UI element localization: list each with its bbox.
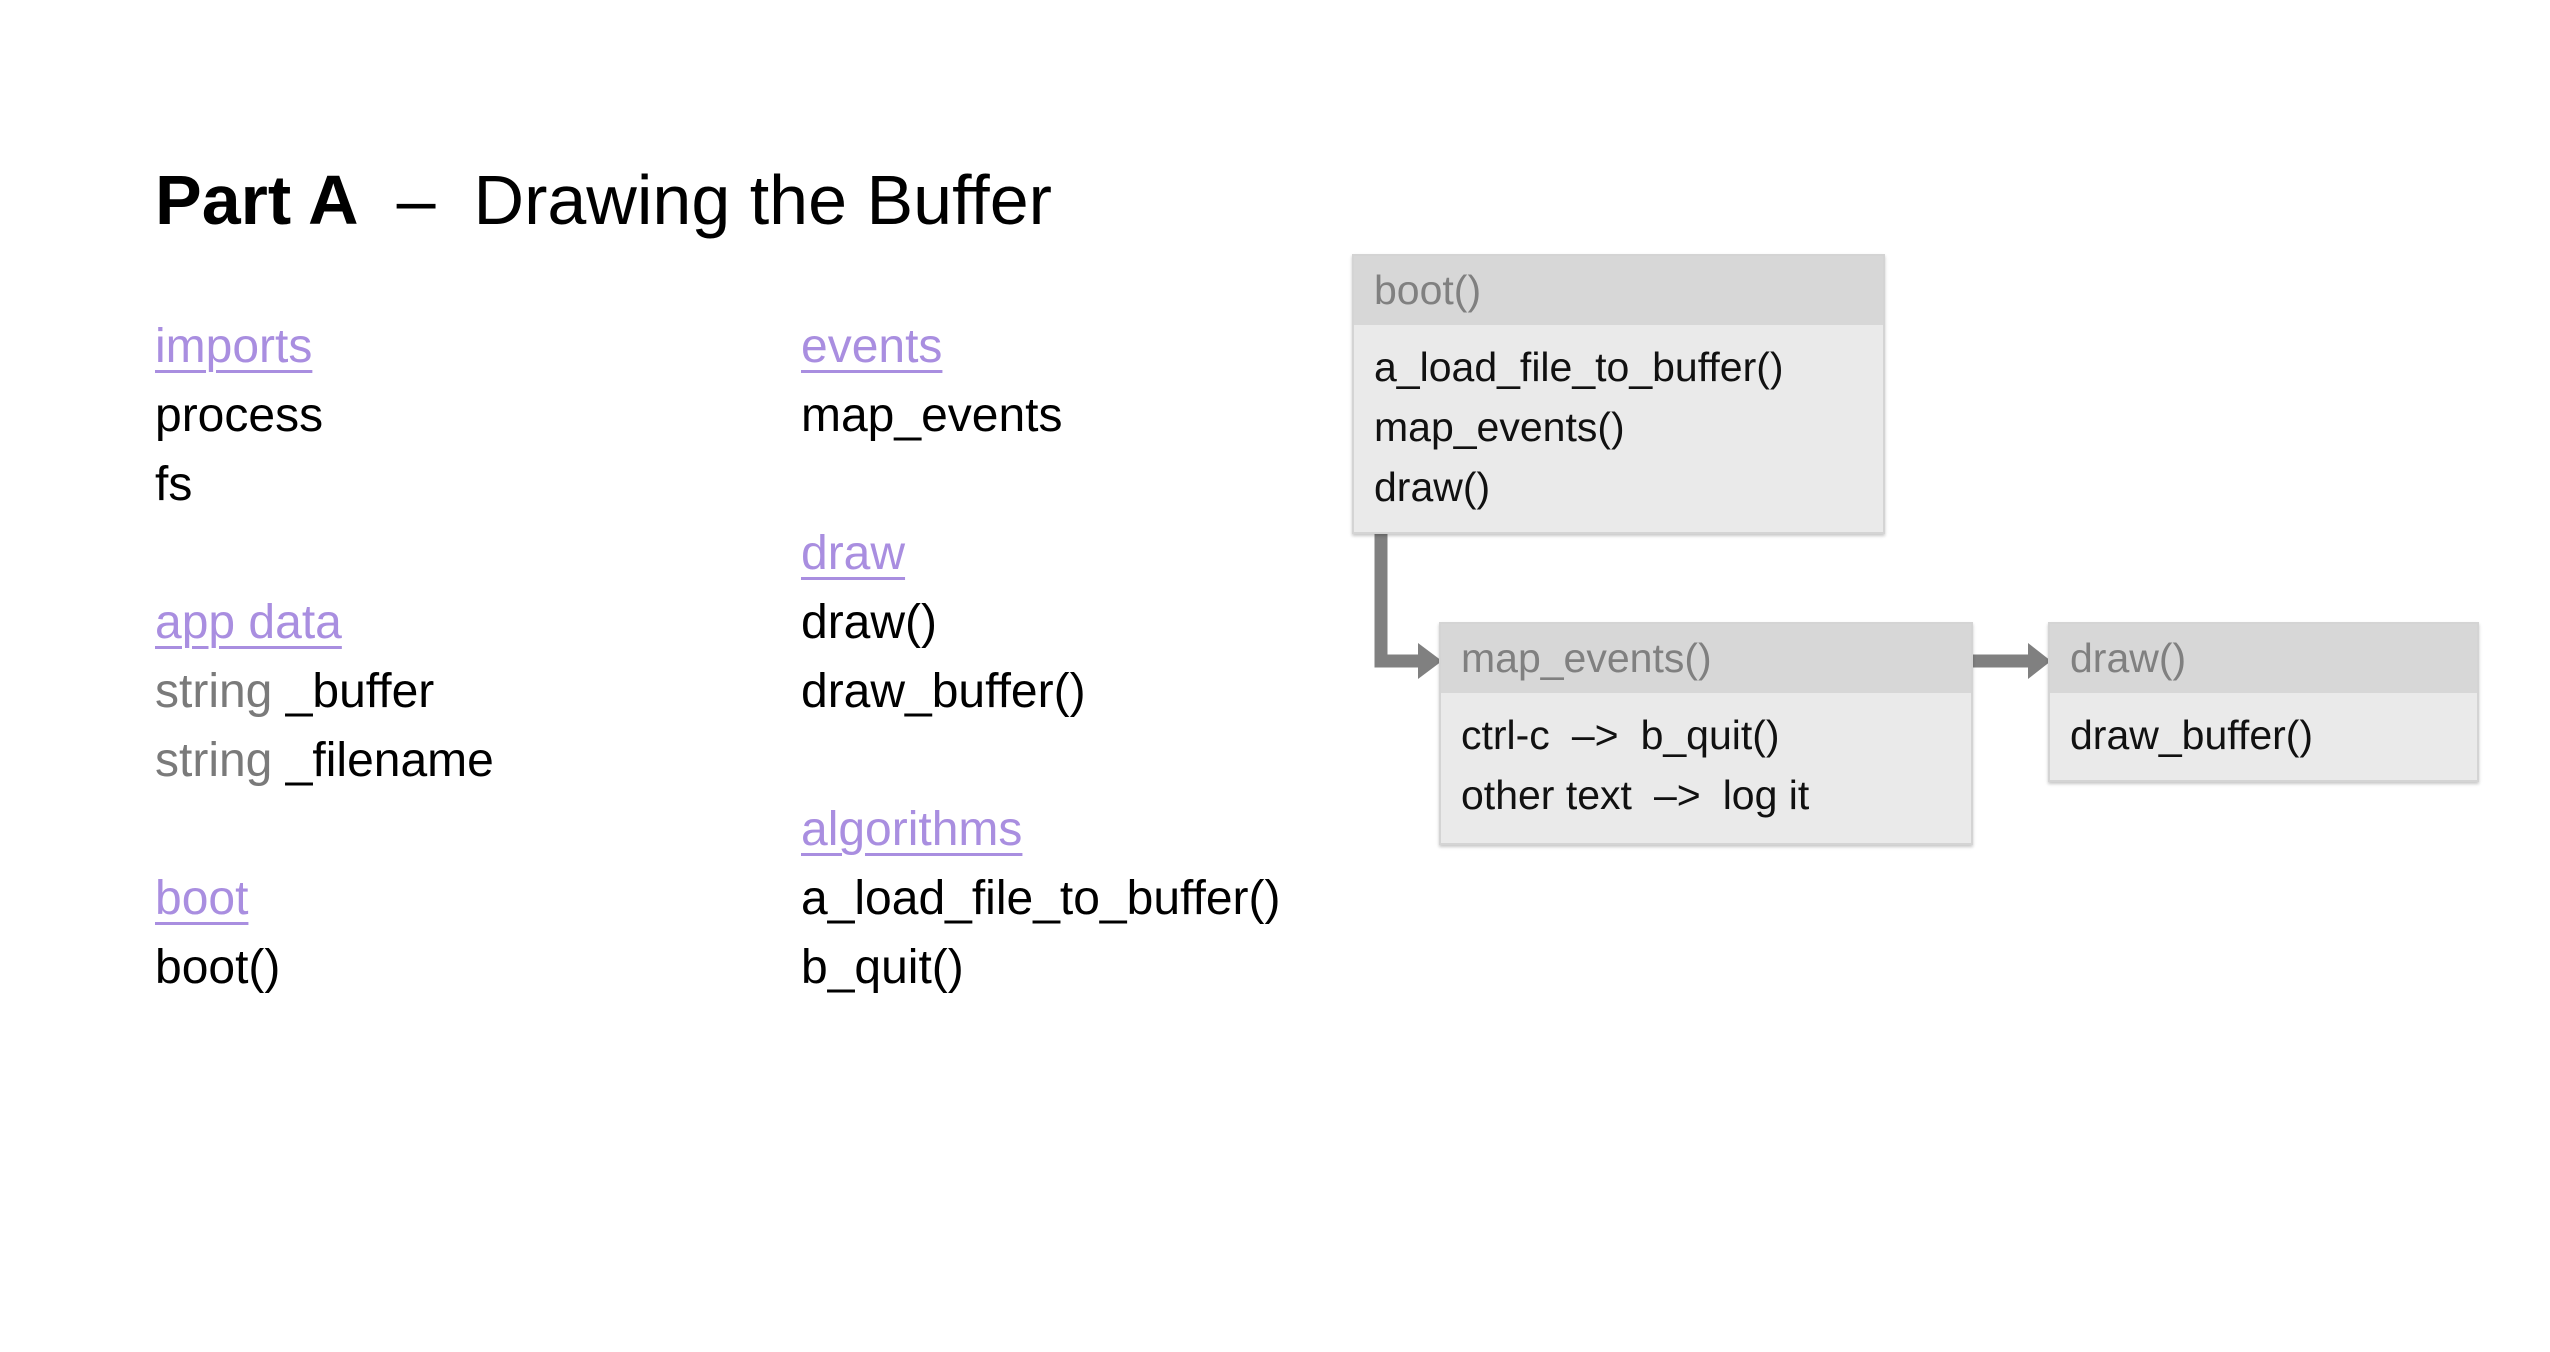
app-data-item-filename: string _filename <box>155 726 755 795</box>
middle-column: events map_events draw draw() draw_buffe… <box>801 312 1361 1002</box>
draw-item-draw: draw() <box>801 596 938 649</box>
page-title: Part A–Drawing the Buffer <box>155 158 1052 242</box>
app-data-section: app data string _buffer string _filename <box>155 588 755 795</box>
algorithms-item-load-file: a_load_file_to_buffer() <box>801 872 1281 925</box>
draw-function-box: draw() draw_buffer() <box>2048 622 2479 782</box>
boot-call-map-events: map_events() <box>1374 404 1625 450</box>
left-column: imports process fs app data string _buff… <box>155 312 755 1002</box>
events-heading-link[interactable]: events <box>801 320 943 373</box>
algorithms-item-quit: b_quit() <box>801 941 964 994</box>
boot-call-draw: draw() <box>1374 464 1491 510</box>
boot-call-load-file: a_load_file_to_buffer() <box>1374 344 1784 390</box>
boot-section: boot boot() <box>155 864 755 1002</box>
map-events-box-body: ctrl-c –> b_quit() other text –> log it <box>1441 693 1971 825</box>
boot-to-map-events-connector <box>1374 534 1420 668</box>
type-label: string <box>155 734 273 787</box>
draw-box-body: draw_buffer() <box>2050 693 2477 765</box>
variable-name: _filename <box>285 734 494 787</box>
event-key: ctrl-c <box>1461 712 1550 758</box>
draw-heading-link[interactable]: draw <box>801 527 906 580</box>
title-dash: – <box>396 161 436 239</box>
mapping-arrow: –> <box>1571 712 1619 758</box>
algorithms-section: algorithms a_load_file_to_buffer() b_qui… <box>801 795 1361 1002</box>
events-item-map-events: map_events <box>801 389 1063 442</box>
map-events-function-box: map_events() ctrl-c –> b_quit() other text… <box>1439 622 1973 845</box>
boot-box-body: a_load_file_to_buffer() map_events() dra… <box>1354 325 1883 517</box>
title-text: Drawing the Buffer <box>473 161 1052 239</box>
event-mapping-ctrl-c: ctrl-c –> b_quit() <box>1461 705 1951 765</box>
variable-name: _buffer <box>285 665 435 718</box>
type-label: string <box>155 665 273 718</box>
boot-box-header: boot() <box>1354 256 1883 325</box>
title-part: Part A <box>155 161 359 239</box>
draw-call-draw-buffer: draw_buffer() <box>2070 712 2314 758</box>
app-data-item-buffer: string _buffer <box>155 657 755 726</box>
imports-section: imports process fs <box>155 312 755 519</box>
import-item-process: process <box>155 389 324 442</box>
algorithms-heading-link[interactable]: algorithms <box>801 803 1023 856</box>
map-events-box-header: map_events() <box>1441 624 1971 693</box>
events-section: events map_events <box>801 312 1361 450</box>
draw-section: draw draw() draw_buffer() <box>801 519 1361 726</box>
import-item-fs: fs <box>155 458 193 511</box>
boot-function-box: boot() a_load_file_to_buffer() map_event… <box>1352 254 1885 534</box>
event-action: log it <box>1722 772 1810 818</box>
draw-item-draw-buffer: draw_buffer() <box>801 665 1086 718</box>
event-key: other text <box>1461 772 1632 818</box>
event-mapping-other-text: other text –> log it <box>1461 765 1951 825</box>
mapping-arrow: –> <box>1653 772 1701 818</box>
draw-box-header: draw() <box>2050 624 2477 693</box>
boot-heading-link[interactable]: boot <box>155 872 249 925</box>
imports-heading-link[interactable]: imports <box>155 320 313 373</box>
app-data-heading-link[interactable]: app data <box>155 596 342 649</box>
event-action: b_quit() <box>1640 712 1780 758</box>
boot-item: boot() <box>155 941 281 994</box>
